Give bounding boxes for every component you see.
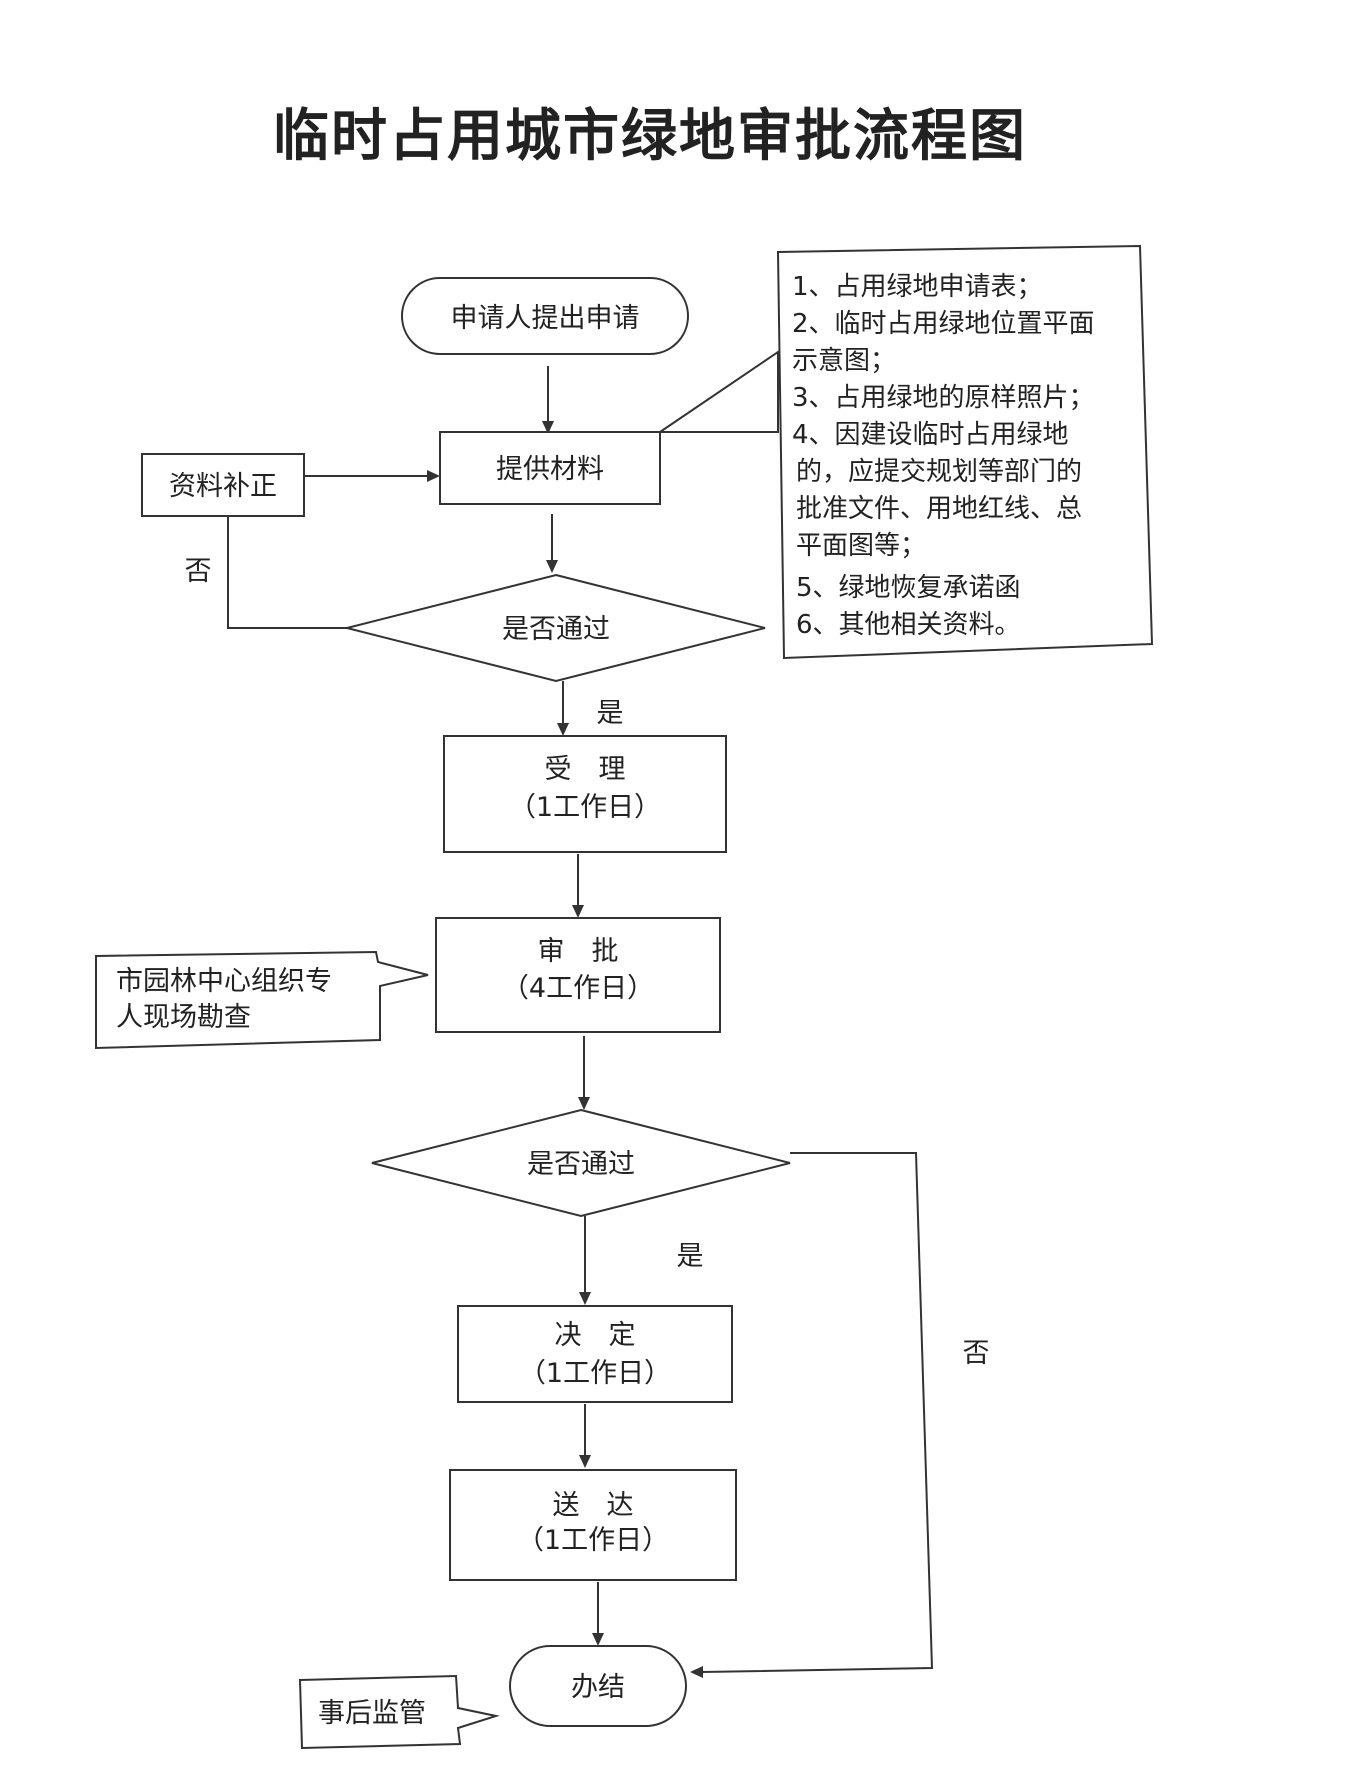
materials-list-box (776, 244, 1154, 660)
materials-item: 示意图； (792, 346, 896, 376)
arrow-head (572, 905, 584, 918)
arrow-head (427, 470, 440, 482)
decision-2 (371, 1108, 791, 1218)
decide-label: 决 定 (555, 1320, 636, 1351)
supervision-note-label: 事后监管 (318, 1698, 426, 1729)
approve-label: 审 批 (538, 936, 619, 967)
supervision-note (298, 1674, 500, 1750)
materials-item: 2、临时占用绿地位置平面 (792, 309, 1095, 339)
end-node (509, 1645, 687, 1727)
inspection-note (95, 950, 429, 1050)
accept-days: （1工作日） (509, 792, 661, 823)
accept-node (443, 735, 727, 853)
arrow-head (690, 1666, 703, 1678)
materials-item: 的，应提交规划等部门的 (796, 457, 1082, 487)
arrow-head (579, 1292, 591, 1305)
label-yes-1: 是 (597, 698, 624, 729)
arrow-head (592, 1633, 604, 1646)
provide-materials-label: 提供材料 (496, 454, 604, 485)
arrow-head (542, 421, 554, 434)
decision-2-label: 是否通过 (527, 1149, 635, 1180)
arrow-head (579, 1455, 591, 1468)
label-yes-2: 是 (677, 1241, 704, 1272)
deliver-label: 送 达 (553, 1490, 634, 1521)
start-node (401, 277, 689, 355)
end-label: 办结 (571, 1672, 625, 1703)
start-node-label: 申请人提出申请 (451, 303, 640, 334)
page-title: 临时占用城市绿地审批流程图 (273, 104, 1027, 169)
materials-item: 3、占用绿地的原样照片； (792, 383, 1095, 413)
label-no-1: 否 (185, 556, 212, 587)
decision-1 (346, 573, 766, 683)
approve-node (435, 917, 721, 1033)
provide-materials-node (439, 431, 661, 505)
label-no-2: 否 (963, 1338, 990, 1369)
materials-list: 1、占用绿地申请表； 2、临时占用绿地位置平面 示意图； 3、占用绿地的原样照片… (792, 272, 1095, 640)
arrow-head (546, 560, 558, 573)
materials-item: 平面图等； (796, 531, 926, 561)
decide-node (457, 1305, 733, 1403)
approve-days: （4工作日） (502, 973, 654, 1004)
inspection-note-line-1: 市园林中心组织专 (116, 966, 332, 997)
arrow-head (578, 1097, 590, 1110)
materials-item: 1、占用绿地申请表； (792, 272, 1043, 302)
materials-item: 4、因建设临时占用绿地 (792, 420, 1069, 450)
materials-item: 批准文件、用地红线、总 (796, 494, 1082, 524)
inspection-note-line-2: 人现场勘查 (116, 1002, 251, 1033)
correction-label: 资料补正 (169, 471, 277, 502)
materials-item: 5、绿地恢复承诺函 (796, 573, 1021, 603)
arrow-head (557, 723, 569, 736)
deliver-days: （1工作日） (517, 1525, 669, 1556)
materials-callout-pointer (659, 350, 779, 433)
accept-label: 受 理 (545, 754, 626, 785)
decide-days: （1工作日） (519, 1358, 671, 1389)
correction-node (141, 453, 305, 517)
decision-1-label: 是否通过 (502, 614, 610, 645)
deliver-node (449, 1469, 737, 1581)
materials-item: 6、其他相关资料。 (796, 610, 1021, 640)
